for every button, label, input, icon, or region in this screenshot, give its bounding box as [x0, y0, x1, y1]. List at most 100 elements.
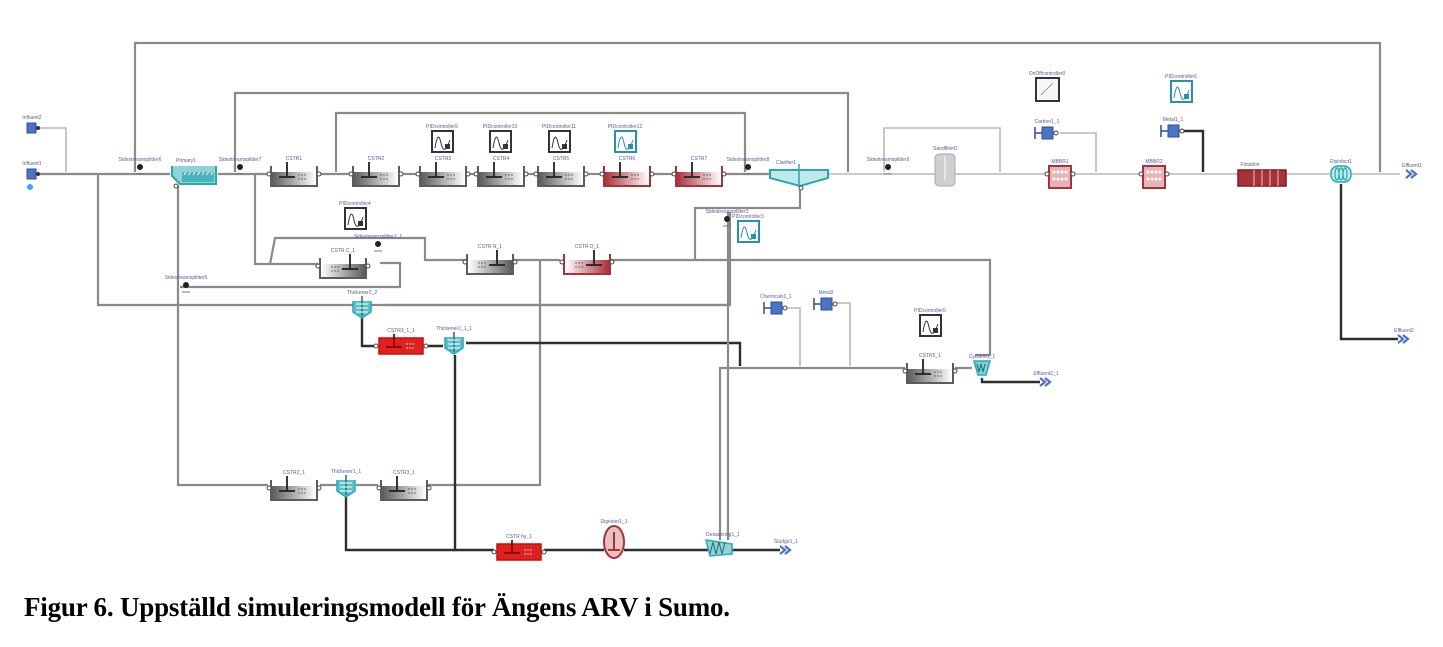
cstr6-unit[interactable] [599, 162, 655, 187]
pid6-unit[interactable] [1170, 80, 1193, 103]
unit-label: Sidestreamsplitter3 [706, 209, 749, 215]
pid3-unit[interactable] [737, 220, 760, 243]
disinfect-unit[interactable] [1330, 165, 1352, 183]
cstr21-unit[interactable] [266, 476, 322, 501]
reactor-liquid [479, 172, 523, 185]
chemicals-unit[interactable] [763, 301, 788, 315]
dewatering-unit[interactable] [704, 539, 733, 557]
thickener11-unit[interactable] [444, 332, 464, 355]
onoff-unit[interactable] [1035, 77, 1060, 102]
unit-label: CSTR2_1 [283, 470, 305, 476]
unit-label: Carbon1_1 [1035, 119, 1060, 125]
cstr5-unit[interactable] [533, 162, 589, 187]
unit-label: CSTR4 [493, 156, 510, 162]
cstr51-unit[interactable] [902, 359, 958, 384]
pipe-segment [40, 127, 67, 172]
digester-unit[interactable] [603, 525, 625, 559]
mbbr1-unit[interactable] [1044, 165, 1076, 189]
cstr3-unit[interactable] [415, 162, 471, 187]
pipe-segment [1339, 184, 1398, 341]
cstr1-unit[interactable] [266, 162, 322, 187]
unit-label: PIDcontroller12 [608, 124, 643, 130]
pid4-unit[interactable] [344, 207, 367, 230]
effluent21-unit[interactable] [1039, 377, 1052, 387]
reactor-liquid [272, 486, 316, 499]
pid9-unit[interactable] [431, 130, 454, 153]
unit-label: PIDcontroller10 [483, 124, 518, 130]
unit-label: Sidestreamsplitter7 [219, 157, 262, 163]
cstrn1-unit[interactable] [462, 250, 518, 275]
cstr31-unit[interactable] [376, 476, 432, 501]
pipe-segment [180, 261, 402, 289]
splitter5-unit[interactable] [182, 282, 190, 293]
reactor-liquid [677, 172, 721, 185]
pipe-segment [610, 258, 992, 357]
influent1-unit[interactable] [26, 168, 40, 190]
pid5-unit[interactable] [919, 314, 942, 337]
sludge-unit[interactable] [779, 545, 792, 555]
splitter9-unit[interactable] [884, 164, 892, 175]
primary1-unit[interactable] [171, 166, 217, 189]
thickener2-unit[interactable] [352, 296, 372, 319]
thickener1-unit[interactable] [336, 475, 356, 498]
reactor-liquid [605, 172, 649, 185]
pipe-segment [176, 185, 268, 487]
unit-label: Primary1 [176, 158, 196, 164]
pipe-network [40, 41, 1400, 552]
cstrhy-unit[interactable] [491, 540, 547, 561]
carbon1-unit[interactable] [1034, 126, 1059, 140]
cyclone-unit[interactable] [973, 360, 991, 376]
unit-label: PIDcontroller3 [732, 214, 764, 220]
unit-label: Sidestreamsplitter6 [119, 157, 162, 163]
cstr7-unit[interactable] [671, 162, 727, 187]
metal2-unit[interactable] [813, 297, 838, 311]
unit-label: PIDcontroller5 [914, 308, 946, 314]
pid12-unit[interactable] [614, 130, 637, 153]
splitter7-unit[interactable] [236, 164, 244, 175]
effluent1-unit[interactable] [1405, 169, 1418, 179]
unit-label: PIDcontroller11 [542, 124, 576, 130]
unit-label: Clarifier1 [776, 160, 796, 166]
sandfilter-unit[interactable] [934, 153, 956, 187]
cstr2-unit[interactable] [348, 162, 404, 187]
splitter3-unit[interactable] [723, 216, 731, 227]
clarifier1-unit[interactable] [769, 164, 829, 191]
metal1-unit[interactable] [1160, 124, 1185, 138]
unit-label: CSTR2 [368, 156, 385, 162]
unit-label: CSTR D_1 [575, 244, 599, 250]
splitter8-unit[interactable] [744, 164, 752, 175]
pipe-segment [785, 307, 801, 366]
unit-label: Dewatering1_1 [706, 532, 740, 538]
flotation-unit[interactable] [1237, 169, 1287, 187]
pipe-segment [1180, 129, 1205, 172]
unit-label: Thickener2_2 [347, 290, 378, 296]
effluent2-unit[interactable] [1397, 334, 1410, 344]
unit-label: CSTR3 [435, 156, 452, 162]
unit-label: CSTR7 [691, 156, 708, 162]
unit-label: Metal2 [818, 290, 833, 296]
unit-label: CSTR hy_1 [506, 534, 532, 540]
pipe-segment [833, 302, 851, 366]
cstr11-unit[interactable] [373, 334, 429, 355]
unit-label: Sidestreamsplitter2_1 [354, 234, 403, 240]
pid11-unit[interactable] [548, 130, 571, 153]
pipe-segment [428, 260, 542, 487]
pipe-segment [334, 111, 747, 172]
cstrc1-unit[interactable] [315, 254, 371, 279]
unit-label: Sidestreamsplitter8 [727, 157, 770, 163]
unit-label: PIDcontroller6 [1165, 74, 1197, 80]
pipe-segment [883, 127, 1001, 172]
influent2-unit[interactable] [26, 122, 40, 134]
pid10-unit[interactable] [489, 130, 512, 153]
mbbr2-unit[interactable] [1138, 165, 1170, 189]
reactor-liquid [382, 486, 426, 499]
splitter21-unit[interactable] [374, 241, 382, 252]
splitter6-unit[interactable] [136, 164, 144, 175]
reactor-liquid [565, 260, 609, 273]
pipe-segment [1060, 132, 1097, 172]
cstr4-unit[interactable] [473, 162, 529, 187]
cstrd1-unit[interactable] [559, 250, 615, 275]
pipe-segment [344, 497, 455, 552]
